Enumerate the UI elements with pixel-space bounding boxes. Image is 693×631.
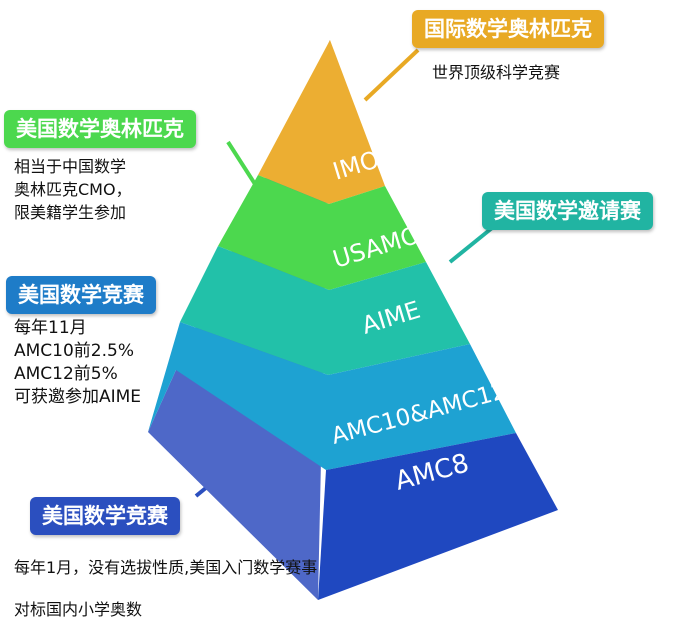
tier-imo (258, 40, 385, 204)
callout-amc1012-desc-line: AMC10前2.5% (14, 341, 134, 361)
pyramid-graphic: IMO USAMO AIME AMC10&AMC12 AMC8 (148, 40, 558, 600)
callout-amc8-desc: 每年1月，没有选拔性质,美国入门数学赛事 对标国内小学奥数 (14, 547, 317, 631)
competition-pyramid-diagram: IMO USAMO AIME AMC10&AMC12 AMC8 国际数学奥林匹克… (4, 10, 653, 619)
connector-aime (448, 226, 494, 264)
callout-imo-title: 国际数学奥林匹克 (412, 10, 604, 48)
callout-amc1012-title: 美国数学竞赛 (6, 276, 156, 314)
tier-amc1012 (148, 322, 516, 470)
tier-aime (180, 246, 470, 375)
callout-amc8-desc-line: 对标国内小学奥数 (14, 600, 143, 619)
callout-usamo-desc-line: 相当于中国数学 (14, 157, 127, 176)
callout-amc1012-desc-line: 每年11月 (14, 318, 87, 338)
callout-usamo-desc-line: 奥林匹克CMO， (14, 180, 132, 199)
callout-imo-desc-line: 世界顶级科学竞赛 (432, 63, 561, 82)
callout-usamo-desc: 相当于中国数学 奥林匹克CMO， 限美籍学生参加 (14, 155, 132, 224)
callout-amc8-desc-line: 每年1月，没有选拔性质,美国入门数学赛事 (14, 558, 318, 577)
callout-imo-desc: 世界顶级科学竞赛 (432, 61, 560, 84)
pyramid-tiers (148, 40, 558, 600)
callout-aime-title: 美国数学邀请赛 (482, 192, 653, 230)
callout-amc1012-desc: 每年11月 AMC10前2.5% AMC12前5% 可获邀参加AIME (14, 317, 141, 409)
tier-amc8 (318, 433, 558, 600)
callout-usamo-desc-line: 限美籍学生参加 (14, 203, 127, 222)
tier-usamo (218, 175, 426, 290)
callout-amc1012-desc-line: AMC12前5% (14, 364, 118, 384)
callout-amc1012-desc-line: 可获邀参加AIME (14, 387, 142, 407)
connector-imo (363, 48, 420, 102)
callout-usamo-title: 美国数学奥林匹克 (4, 110, 196, 148)
callout-amc8-title: 美国数学竞赛 (30, 497, 180, 535)
